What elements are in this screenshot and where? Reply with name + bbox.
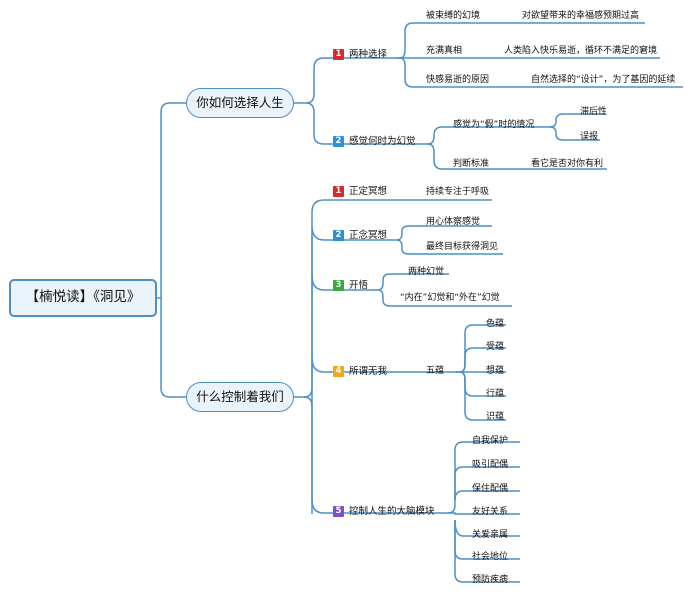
item-lag[interactable]: 滞后性 bbox=[580, 107, 608, 117]
detail-natural-selection[interactable]: 自然选择的“设计”，为了基因的延续 bbox=[531, 75, 676, 85]
item-keep-mate[interactable]: 保住配偶 bbox=[472, 484, 509, 494]
priority-5-icon: 5 bbox=[333, 506, 344, 517]
item-five-aggregates[interactable]: 五蕴 bbox=[426, 366, 445, 376]
priority-1-icon: 1 bbox=[333, 186, 344, 197]
item-kin-care[interactable]: 关爱亲属 bbox=[472, 530, 509, 540]
item-disease-prevention[interactable]: 预防疾病 bbox=[472, 575, 509, 585]
priority-2-icon: 2 bbox=[333, 230, 344, 241]
priority-1-icon: 1 bbox=[333, 49, 344, 60]
priority-2-icon: 2 bbox=[333, 136, 344, 147]
detail-beneficial[interactable]: 看它是否对你有利 bbox=[531, 159, 604, 169]
priority-4-icon: 4 bbox=[333, 366, 344, 377]
item-friendship[interactable]: 友好关系 bbox=[472, 507, 509, 517]
item-gain-insight[interactable]: 最终目标获得洞见 bbox=[426, 242, 499, 252]
item-pleasure-fleeting[interactable]: 快感易逝的原因 bbox=[426, 75, 490, 85]
branch-choose-life[interactable]: 你如何选择人生 bbox=[186, 88, 294, 118]
item-two-illusions[interactable]: 两种幻觉 bbox=[408, 267, 445, 277]
item-feeling-aggregate[interactable]: 受蕴 bbox=[486, 342, 505, 352]
item-form-aggregate[interactable]: 色蕴 bbox=[486, 319, 505, 329]
item-perception-aggregate[interactable]: 想蕴 bbox=[486, 366, 505, 376]
item-social-status[interactable]: 社会地位 bbox=[472, 552, 509, 562]
item-false-feelings[interactable]: 感觉为“假”时的情况 bbox=[453, 120, 535, 130]
branch-what-controls-us[interactable]: 什么控制着我们 bbox=[186, 382, 294, 412]
item-false-alarm[interactable]: 误报 bbox=[580, 132, 599, 142]
item-bound-illusion[interactable]: 被束缚的幻境 bbox=[426, 11, 481, 21]
item-formation-aggregate[interactable]: 行蕴 bbox=[486, 389, 505, 399]
item-full-truth[interactable]: 充满真相 bbox=[426, 46, 463, 56]
item-criterion[interactable]: 判断标准 bbox=[453, 159, 490, 169]
detail-human-predicament[interactable]: 人类陷入快乐易逝，循环不满足的窘境 bbox=[504, 46, 658, 56]
item-focus-breath[interactable]: 持续专注于呼吸 bbox=[426, 187, 490, 197]
item-inner-outer-illusion[interactable]: “内在”幻觉和“外在”幻觉 bbox=[400, 293, 500, 303]
root-topic[interactable]: 【楠悦读】《洞见》 bbox=[9, 279, 157, 317]
item-consciousness-aggregate[interactable]: 识蕴 bbox=[486, 412, 505, 422]
priority-3-icon: 3 bbox=[333, 280, 344, 291]
item-attract-mate[interactable]: 吸引配偶 bbox=[472, 460, 509, 470]
item-self-protection[interactable]: 自我保护 bbox=[472, 436, 509, 446]
detail-desire-expectation[interactable]: 对欲望带来的幸福感预期过高 bbox=[522, 11, 640, 21]
item-observe-feelings[interactable]: 用心体察感觉 bbox=[426, 217, 481, 227]
